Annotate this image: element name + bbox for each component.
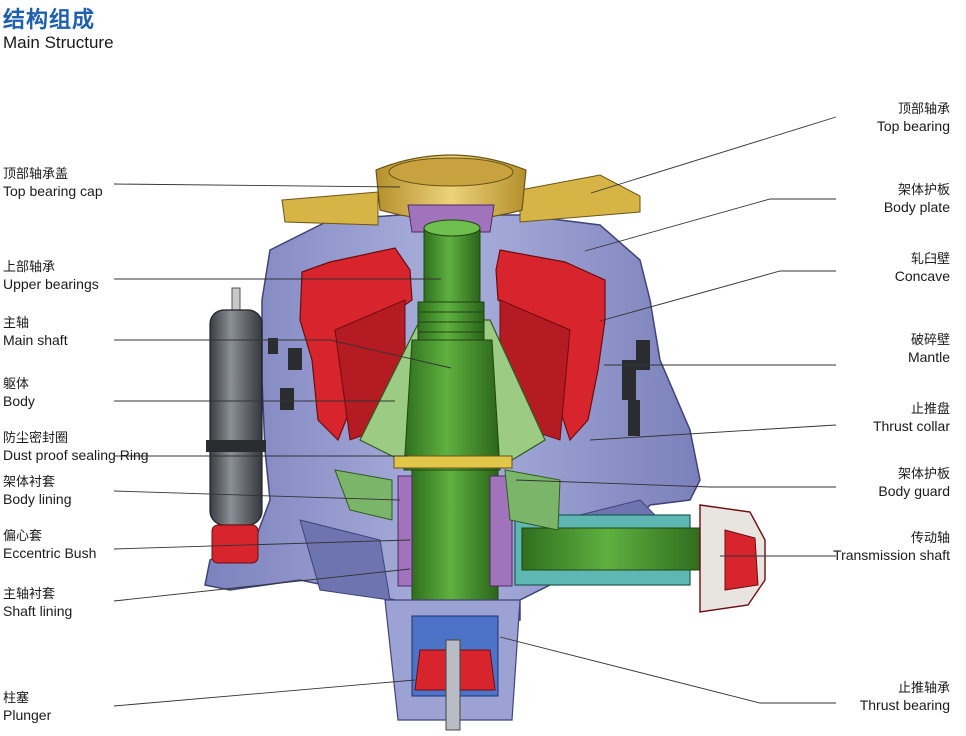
label-en: Eccentric Bush [3,545,97,561]
label-main-shaft: 主轴 Main shaft [3,315,68,349]
label-cn: 主轴 [3,316,30,331]
label-upper-bearings: 上部轴承 Upper bearings [3,259,99,293]
label-body-guard: 架体护板 Body guard [878,466,950,500]
label-plunger: 柱塞 Plunger [3,690,51,724]
label-cn: 上部轴承 [3,260,56,275]
label-concave: 轧臼壁 Concave [895,251,950,285]
label-en: Top bearing [876,118,950,134]
concave-liner [299,247,606,442]
label-cn: 止推轴承 [897,681,950,696]
label-cn: 防尘密封圈 [3,431,69,446]
label-en: Plunger [3,707,52,723]
label-en: Top bearing cap [3,183,103,199]
label-cn: 柱塞 [3,691,30,706]
label-en: Thrust collar [872,418,950,434]
label-en: Concave [894,268,950,284]
label-shaft-lining: 主轴衬套 Shaft lining [3,586,72,620]
bevel-gears [334,469,561,531]
label-dust-seal: 防尘密封圈 Dust proof sealing Ring [3,430,149,464]
label-cn: 架体衬套 [3,475,56,490]
label-eccentric-bush: 偏心套 Eccentric Bush [3,528,96,562]
label-en: Body plate [883,199,950,215]
label-en: Body [3,393,35,409]
leader-lines-left [113,183,452,707]
label-cn: 止推盘 [910,402,950,417]
label-thrust-collar: 止推盘 Thrust collar [873,401,950,435]
hydraulic-cylinder [206,287,266,564]
label-cn: 架体护板 [897,183,950,198]
label-en: Body lining [3,491,72,507]
label-cn: 主轴衬套 [3,587,56,602]
label-body-lining: 架体衬套 Body lining [3,474,72,508]
label-thrust-bearing: 止推轴承 Thrust bearing [860,680,950,714]
label-body: 躯体 Body [3,376,35,410]
leader-lines-right [499,116,837,704]
label-en: Upper bearings [3,276,99,292]
label-cn: 破碎壁 [910,333,950,348]
label-top-bearing: 顶部轴承 Top bearing [877,101,950,135]
label-cn: 躯体 [3,377,30,392]
label-en: Body guard [878,483,950,499]
main-shaft [403,219,501,621]
label-en: Dust proof sealing Ring [3,447,149,463]
label-cn: 偏心套 [3,529,43,544]
label-en: Transmission shaft [833,547,950,563]
label-en: Thrust bearing [859,697,950,713]
label-body-plate: 架体护板 Body plate [884,182,950,216]
label-cn: 架体护板 [897,467,950,482]
label-cn: 轧臼壁 [910,252,950,267]
page-title-en: Main Structure [3,33,114,52]
label-cn: 顶部轴承盖 [3,167,69,182]
eccentric-bush [393,455,513,587]
label-cn: 传动轴 [910,531,950,546]
label-mantle: 破碎壁 Mantle [908,332,950,366]
label-en: Mantle [907,349,950,365]
label-en: Shaft lining [3,603,73,619]
lower-housing [384,599,521,731]
transmission-assembly [514,504,766,613]
label-top-bearing-cap: 顶部轴承盖 Top bearing cap [3,166,103,200]
page-title-cn: 结构组成 [3,8,96,33]
bolts [268,338,650,436]
label-en: Main shaft [3,332,68,348]
label-transmission-shaft: 传动轴 Transmission shaft [833,530,950,564]
label-cn: 顶部轴承 [897,102,950,117]
